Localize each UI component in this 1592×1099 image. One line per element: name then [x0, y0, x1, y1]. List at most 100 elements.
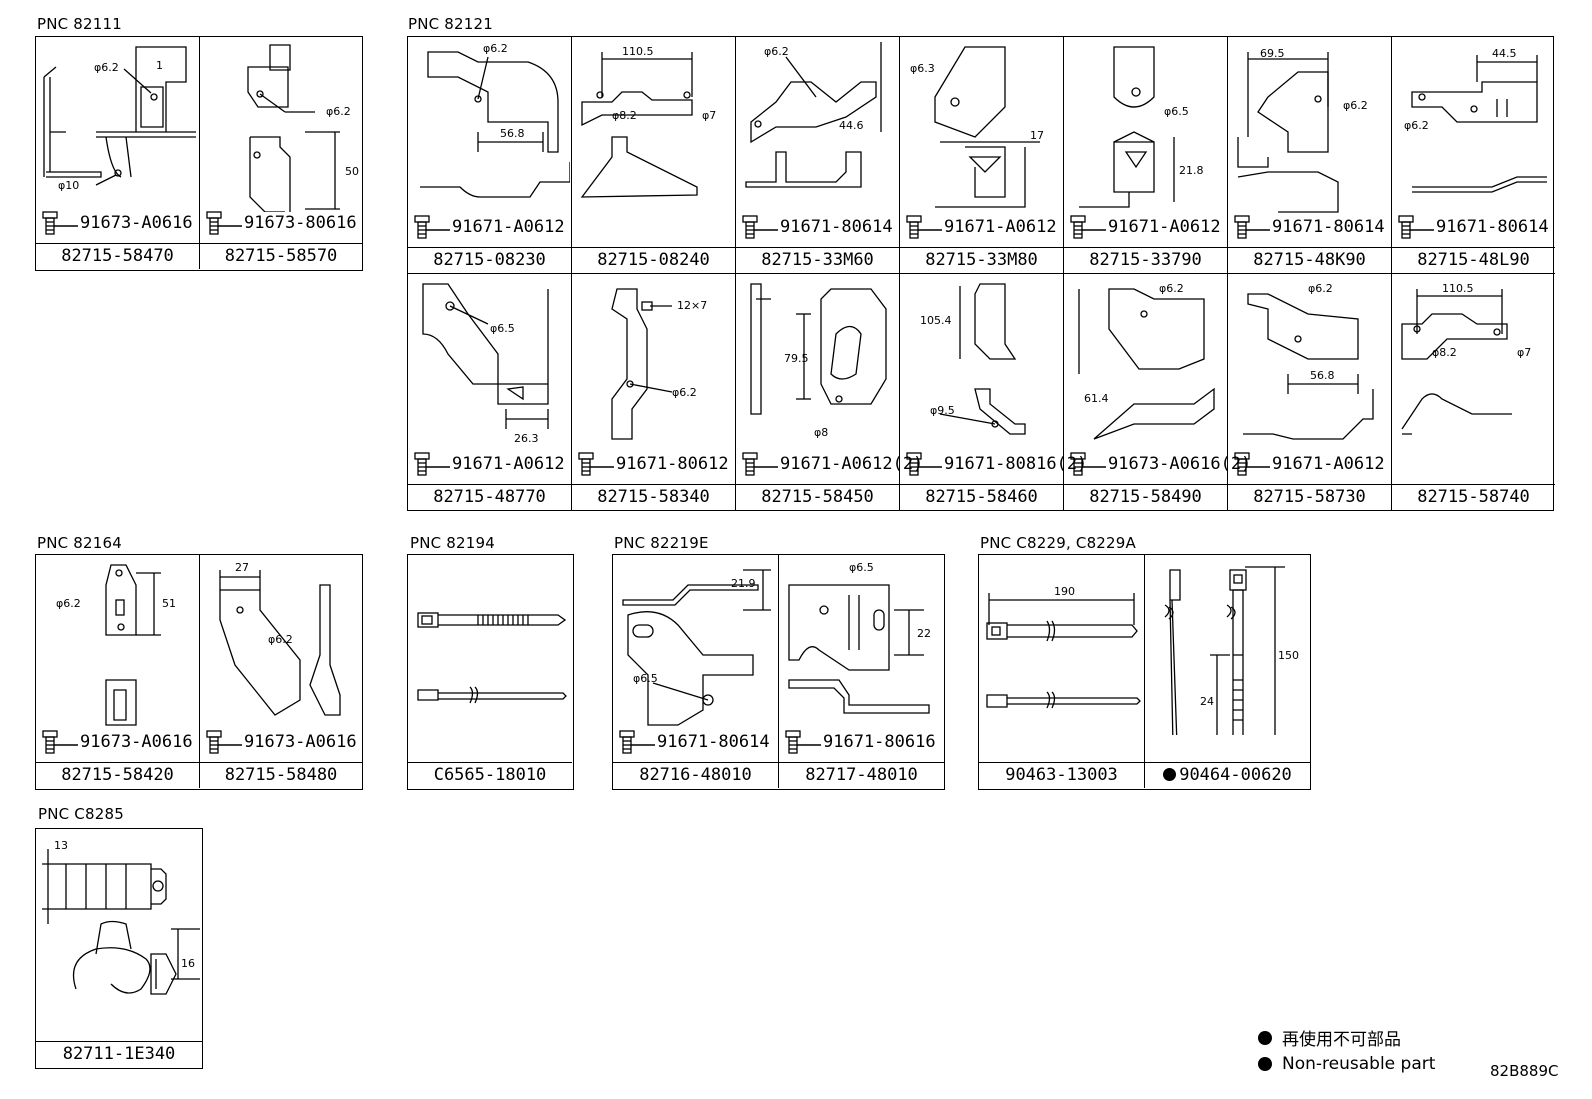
- bolt-icon: [906, 215, 942, 239]
- bolt-icon: [414, 215, 450, 239]
- part-cell[interactable]: 27 φ6.2 91673-A0616 82715-58480: [200, 555, 362, 788]
- bolt-number: 91673-A0616: [80, 213, 193, 233]
- part-number-text: 90464-00620: [1179, 765, 1292, 785]
- bolt-icon: [1070, 215, 1106, 239]
- bracket-drawing: [1079, 46, 1175, 208]
- part-cell[interactable]: 110.5 φ8.2 φ7 82715-08240: [572, 37, 736, 273]
- dim-label: φ6.2: [268, 633, 293, 646]
- part-cell[interactable]: 24 150 90464-00620: [1145, 555, 1310, 788]
- part-cell[interactable]: 105.4 φ9.5 91671-80816(2) 82715-58460: [900, 273, 1087, 510]
- part-cell[interactable]: φ6.3 17 91671-A0612 82715-33M80: [900, 37, 1064, 273]
- bracket-drawing: [788, 584, 930, 714]
- dim-label: φ6.3: [910, 62, 935, 75]
- dim-label: 17: [1030, 129, 1044, 142]
- dim-label: φ6.5: [1164, 105, 1189, 118]
- bolt-callout: 91671-80614: [742, 212, 893, 242]
- cable-tie-drawing: [986, 593, 1141, 709]
- bolt-icon: [906, 452, 942, 476]
- part-number: 82715-58570: [200, 243, 362, 269]
- part-cell[interactable]: φ6.5 21.8 91671-A0612 82715-33790: [1064, 37, 1228, 273]
- part-cell[interactable]: φ6.2 1 φ10 91673-A0616 82715-58470: [36, 37, 200, 269]
- part-cell[interactable]: φ6.2 44.6 91671-80614 82715-33M60: [736, 37, 900, 273]
- pnc-label-82164: PNC 82164: [37, 534, 123, 552]
- part-cell[interactable]: 21.9 φ6.5 91671-80614 82716-48010: [613, 555, 779, 788]
- bolt-icon: [742, 215, 778, 239]
- dim-label: φ6.5: [849, 561, 874, 574]
- bolt-icon: [206, 730, 242, 754]
- dim-label: 44.6: [839, 119, 864, 132]
- bracket-drawing: [622, 569, 771, 726]
- bolt-icon: [1234, 215, 1270, 239]
- legend-jp-text: 再使用不可部品: [1282, 1030, 1401, 1050]
- part-cell[interactable]: 69.5 φ6.2 91671-80614 82715-48K90: [1228, 37, 1392, 273]
- group-c8229: 190 90463-13003 24 150 90464-00620: [978, 554, 1311, 790]
- part-number: 82715-58470: [36, 243, 199, 269]
- part-number: 82715-58450: [736, 484, 899, 510]
- part-number: 82715-58460: [900, 484, 1063, 510]
- part-cell[interactable]: φ6.2 50 91673-80616 82715-58570: [200, 37, 362, 269]
- dim-label: 22: [917, 627, 931, 640]
- bolt-callout: 91671-A0612: [1234, 449, 1385, 479]
- part-number: 82715-58420: [36, 762, 199, 788]
- part-cell[interactable]: 13 16 82711-1E340: [36, 829, 202, 1067]
- part-cell[interactable]: φ6.2 61.4 91673-A0616(2) 82715-58490: [1064, 273, 1251, 510]
- bolt-callout: 91671-A0612: [414, 449, 565, 479]
- bracket-drawing: [105, 564, 161, 726]
- part-cell[interactable]: φ6.2 56.8 91671-A0612 82715-08230: [408, 37, 572, 273]
- dim-label: φ9.5: [930, 404, 955, 417]
- pnc-label-82111: PNC 82111: [37, 15, 123, 33]
- bolt-icon: [578, 452, 614, 476]
- group-82121: φ6.2 56.8 91671-A0612 82715-08230 110.5 …: [407, 36, 1555, 511]
- bolt-number: 91673-A0616: [244, 732, 357, 752]
- part-number: 90464-00620: [1145, 762, 1310, 788]
- bracket-drawing: [422, 283, 549, 429]
- dim-label: 26.3: [514, 432, 539, 445]
- group-82164: φ6.2 51 91673-A0616 82715-58420 27 φ6.2 …: [35, 554, 363, 790]
- dim-label: 21.8: [1179, 164, 1204, 177]
- dim-label: φ6.2: [764, 45, 789, 58]
- pnc-label-c8229: PNC C8229, C8229A: [980, 534, 1137, 552]
- part-number: 82715-58340: [572, 484, 735, 510]
- part-number: 82715-48770: [408, 484, 571, 510]
- part-cell[interactable]: 79.5 φ8 91671-A0612(2) 82715-58450: [736, 273, 923, 510]
- bolt-callout: 91671-80614: [619, 727, 770, 757]
- part-cell[interactable]: 190 90463-13003: [979, 555, 1145, 788]
- dim-label: φ6.5: [633, 672, 658, 685]
- bolt-callout: 91673-A0616: [42, 208, 193, 238]
- pnc-label-c8285: PNC C8285: [38, 805, 124, 823]
- part-number: 82711-1E340: [36, 1041, 202, 1067]
- bolt-callout: 91671-A0612: [906, 212, 1057, 242]
- bracket-drawing: [1243, 293, 1374, 440]
- dim-label: φ6.2: [1159, 282, 1184, 295]
- dim-label: φ8.2: [1432, 346, 1457, 359]
- bolt-callout: 91673-A0616: [42, 727, 193, 757]
- dim-label: 44.5: [1492, 47, 1517, 60]
- part-cell[interactable]: φ6.5 26.3 91671-A0612 82715-48770: [408, 273, 572, 510]
- legend-english: Non-reusable part: [1258, 1054, 1435, 1074]
- part-cell[interactable]: φ6.5 22 91671-80616 82717-48010: [779, 555, 944, 788]
- cable-tie-drawing: [1164, 566, 1285, 735]
- bolt-callout: 91671-A0612: [1070, 212, 1221, 242]
- part-number: 82715-58730: [1228, 484, 1391, 510]
- dim-label: 24: [1200, 695, 1214, 708]
- bracket-drawing: [750, 283, 887, 415]
- bolt-number: 91671-A0612: [944, 217, 1057, 237]
- bolt-icon: [42, 211, 78, 235]
- dim-label: 105.4: [920, 314, 952, 327]
- part-number: 82715-58740: [1392, 484, 1555, 510]
- part-cell[interactable]: φ6.2 56.8 91671-A0612 82715-58730: [1228, 273, 1392, 510]
- bolt-number: 91673-A0616: [80, 732, 193, 752]
- pnc-label-82121: PNC 82121: [408, 15, 494, 33]
- part-cell[interactable]: 12×7 φ6.2 91671-80612 82715-58340: [572, 273, 736, 510]
- dim-label: 56.8: [500, 127, 525, 140]
- bolt-icon: [742, 452, 778, 476]
- dim-label: 150: [1278, 649, 1299, 662]
- dim-label: φ6.2: [1343, 99, 1368, 112]
- dim-label: φ10: [58, 179, 80, 192]
- part-cell[interactable]: 44.5 φ6.2 91671-80614 82715-48L90: [1392, 37, 1555, 273]
- pnc-label-82194: PNC 82194: [410, 534, 496, 552]
- part-cell[interactable]: 110.5 φ8.2 φ7 82715-58740: [1392, 273, 1555, 510]
- part-cell[interactable]: C6565-18010: [408, 555, 572, 788]
- bolt-icon: [1070, 452, 1106, 476]
- part-cell[interactable]: φ6.2 51 91673-A0616 82715-58420: [36, 555, 200, 788]
